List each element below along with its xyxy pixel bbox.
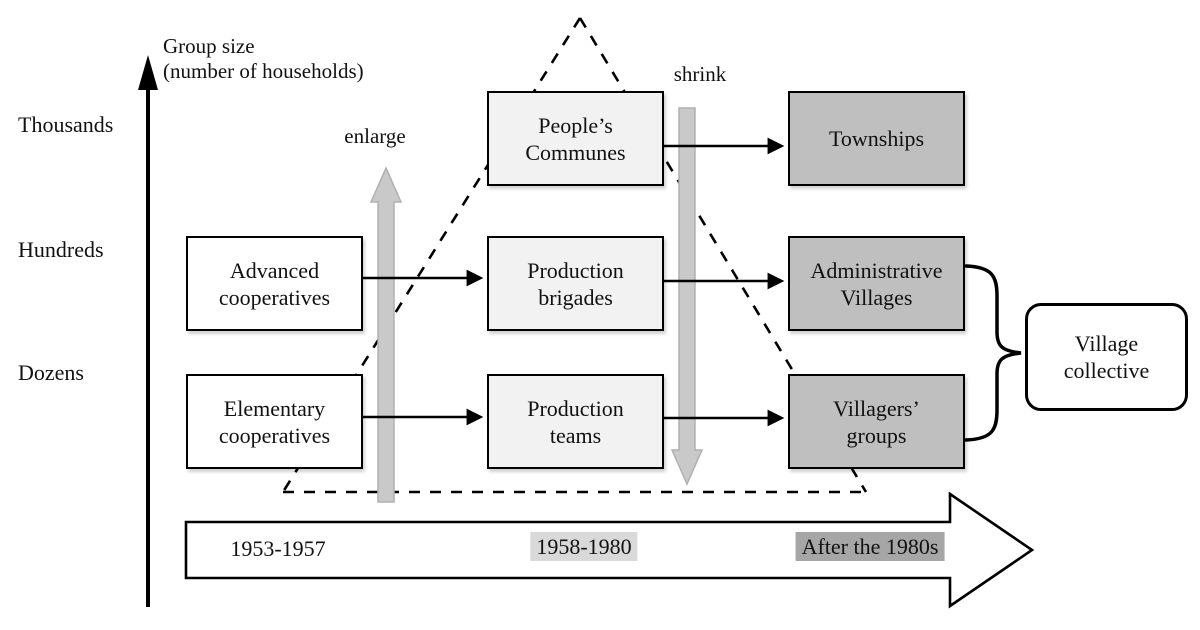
box-administrative-villages: Administrative Villages [788,236,965,331]
axis-title: Group size (number of households) [163,34,364,83]
box-advanced-cooperatives: Advanced cooperatives [186,236,363,331]
box-village-collective: Village collective [1025,303,1188,411]
group-size-axis [138,55,158,607]
axis-arrowhead-icon [138,55,158,90]
shrink-arrow-icon [670,107,704,486]
flow-arrows [359,137,785,427]
enlarge-label: enlarge [344,124,406,148]
timeline-period-after-1980s: After the 1980s [795,532,945,561]
box-villagers-groups: Villagers’ groups [788,374,965,469]
box-elementary-cooperatives: Elementary cooperatives [186,374,363,469]
tick-hundreds: Hundreds [18,237,104,262]
box-production-brigades: Production brigades [487,236,664,331]
box-peoples-communes: People’s Communes [487,91,664,186]
shrink-label: shrink [673,62,727,86]
timeline-period-1958-1980: 1958-1980 [530,532,638,561]
enlarge-arrow-icon [369,166,403,503]
box-townships: Townships [788,91,965,186]
brace-icon [964,264,1022,442]
box-production-teams: Production teams [487,374,664,469]
tick-dozens: Dozens [18,360,84,385]
tick-thousands: Thousands [18,112,114,137]
timeline-period-1953-1957: 1953-1957 [230,536,326,561]
